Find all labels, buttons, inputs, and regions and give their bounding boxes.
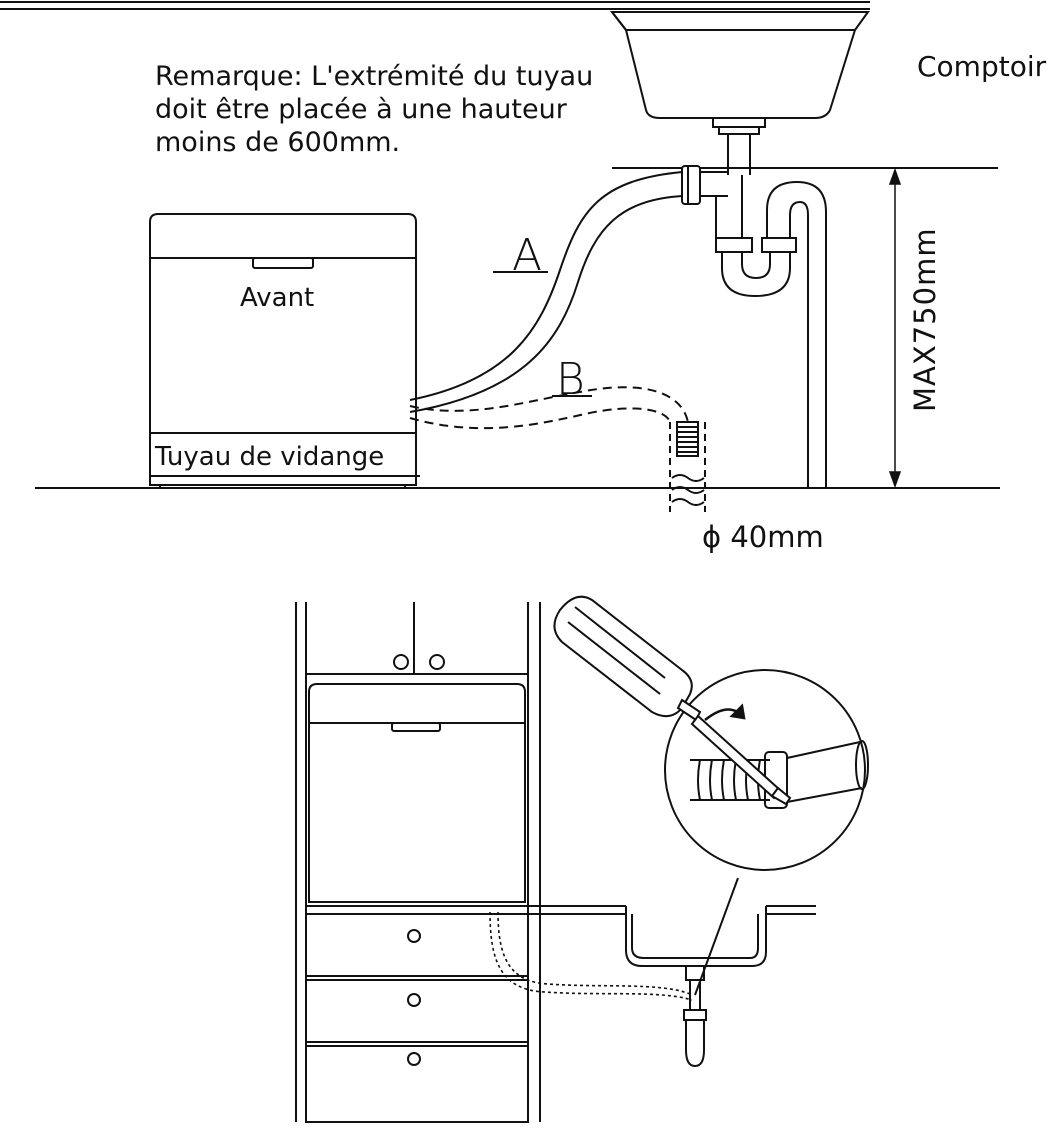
height-dimension: [888, 167, 902, 489]
detail-pointer: [694, 877, 739, 996]
hose-b: [409, 386, 689, 430]
note-line-2: doit être placée à une hauteur: [155, 94, 568, 125]
sink-basin: [609, 11, 870, 119]
note-line-1: Remarque: L'extrémité du tuyau: [155, 61, 593, 92]
dishwasher-side-view: [149, 213, 420, 489]
p-trap: [700, 171, 827, 488]
drain-hose-label: Tuyau de vidange: [154, 442, 384, 472]
screwdriver-icon: [553, 595, 792, 806]
drawers: [305, 913, 529, 1123]
note-line-3: moins de 600mm.: [155, 127, 400, 158]
max-height-label: MAX750mm: [908, 227, 942, 412]
bottom-drain-trap: [683, 965, 707, 1068]
sink-drain-outlet: [712, 117, 766, 175]
countertop-label: Comptoir: [917, 50, 1047, 83]
pipe-diameter-label: ϕ 40mm: [702, 520, 824, 554]
hose-connector: [681, 165, 701, 205]
cabinet: [295, 602, 541, 1122]
top-border-lines: [0, 1, 870, 10]
counter-shelf: [306, 905, 816, 915]
hose-a: [409, 171, 683, 413]
hose-b-label: B: [556, 354, 585, 405]
dishwasher-front-view: [308, 683, 526, 903]
front-label: Avant: [240, 283, 314, 313]
standpipe: [669, 421, 706, 512]
bottom-drain-hose: [489, 911, 693, 1001]
rotation-arrow-icon: [704, 703, 746, 721]
hose-a-label: A: [512, 230, 542, 281]
sink-under-counter: [625, 906, 767, 967]
